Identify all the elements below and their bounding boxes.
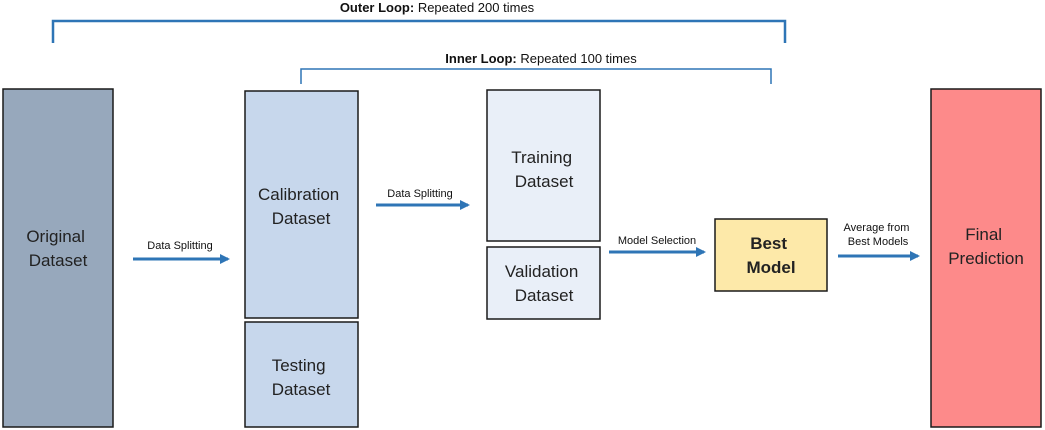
final-prediction-label: Final Prediction — [948, 225, 1024, 268]
original-dataset-label: Original Dataset — [26, 227, 89, 270]
best-model-box — [714, 218, 828, 292]
inner-loop-bracket — [300, 68, 772, 84]
validation-dataset-label: Validation Dataset — [505, 262, 583, 305]
best-model-label: Best Model — [746, 234, 795, 277]
validation-dataset-box — [486, 246, 601, 320]
outer-loop-bold: Outer Loop: — [340, 0, 414, 15]
average-label-line1: Average from — [844, 222, 910, 234]
training-dataset-line2: Dataset — [515, 172, 574, 191]
data-splitting-label-1: Data Splitting — [147, 240, 212, 252]
original-dataset-line2: Dataset — [29, 251, 88, 270]
data-splitting-label-2: Data Splitting — [387, 188, 452, 200]
average-label: Average from Best Models — [844, 222, 913, 248]
testing-dataset-line2: Dataset — [272, 380, 331, 399]
best-model-line1: Best — [750, 234, 787, 253]
testing-dataset-line1: Testing — [272, 356, 326, 375]
inner-loop-text: Repeated 100 times — [517, 51, 637, 66]
original-dataset-box — [2, 88, 114, 428]
validation-dataset-line1: Validation — [505, 262, 578, 281]
training-dataset-box — [486, 89, 601, 242]
final-prediction-line2: Prediction — [948, 249, 1024, 268]
inner-loop-label: Inner Loop: Repeated 100 times — [445, 51, 637, 66]
original-dataset-line1: Original — [26, 227, 85, 246]
testing-dataset-box — [244, 321, 359, 428]
final-prediction-line1: Final — [965, 225, 1002, 244]
outer-loop-label: Outer Loop: Repeated 200 times — [340, 0, 535, 15]
calibration-dataset-box — [244, 90, 359, 319]
best-model-line2: Model — [746, 258, 795, 277]
inner-loop-bold: Inner Loop: — [445, 51, 517, 66]
calibration-dataset-line1: Calibration — [258, 185, 339, 204]
training-dataset-line1: Training — [511, 148, 572, 167]
outer-loop-bracket — [51, 19, 787, 43]
outer-loop-text: Repeated 200 times — [414, 0, 534, 15]
testing-dataset-label: Testing Dataset — [272, 356, 331, 399]
validation-dataset-line2: Dataset — [515, 286, 574, 305]
training-dataset-label: Training Dataset — [511, 148, 577, 191]
average-label-line2: Best Models — [848, 236, 909, 248]
final-prediction-box — [930, 88, 1042, 428]
model-selection-label: Model Selection — [618, 235, 696, 247]
calibration-dataset-line2: Dataset — [272, 209, 331, 228]
calibration-dataset-label: Calibration Dataset — [258, 185, 344, 228]
